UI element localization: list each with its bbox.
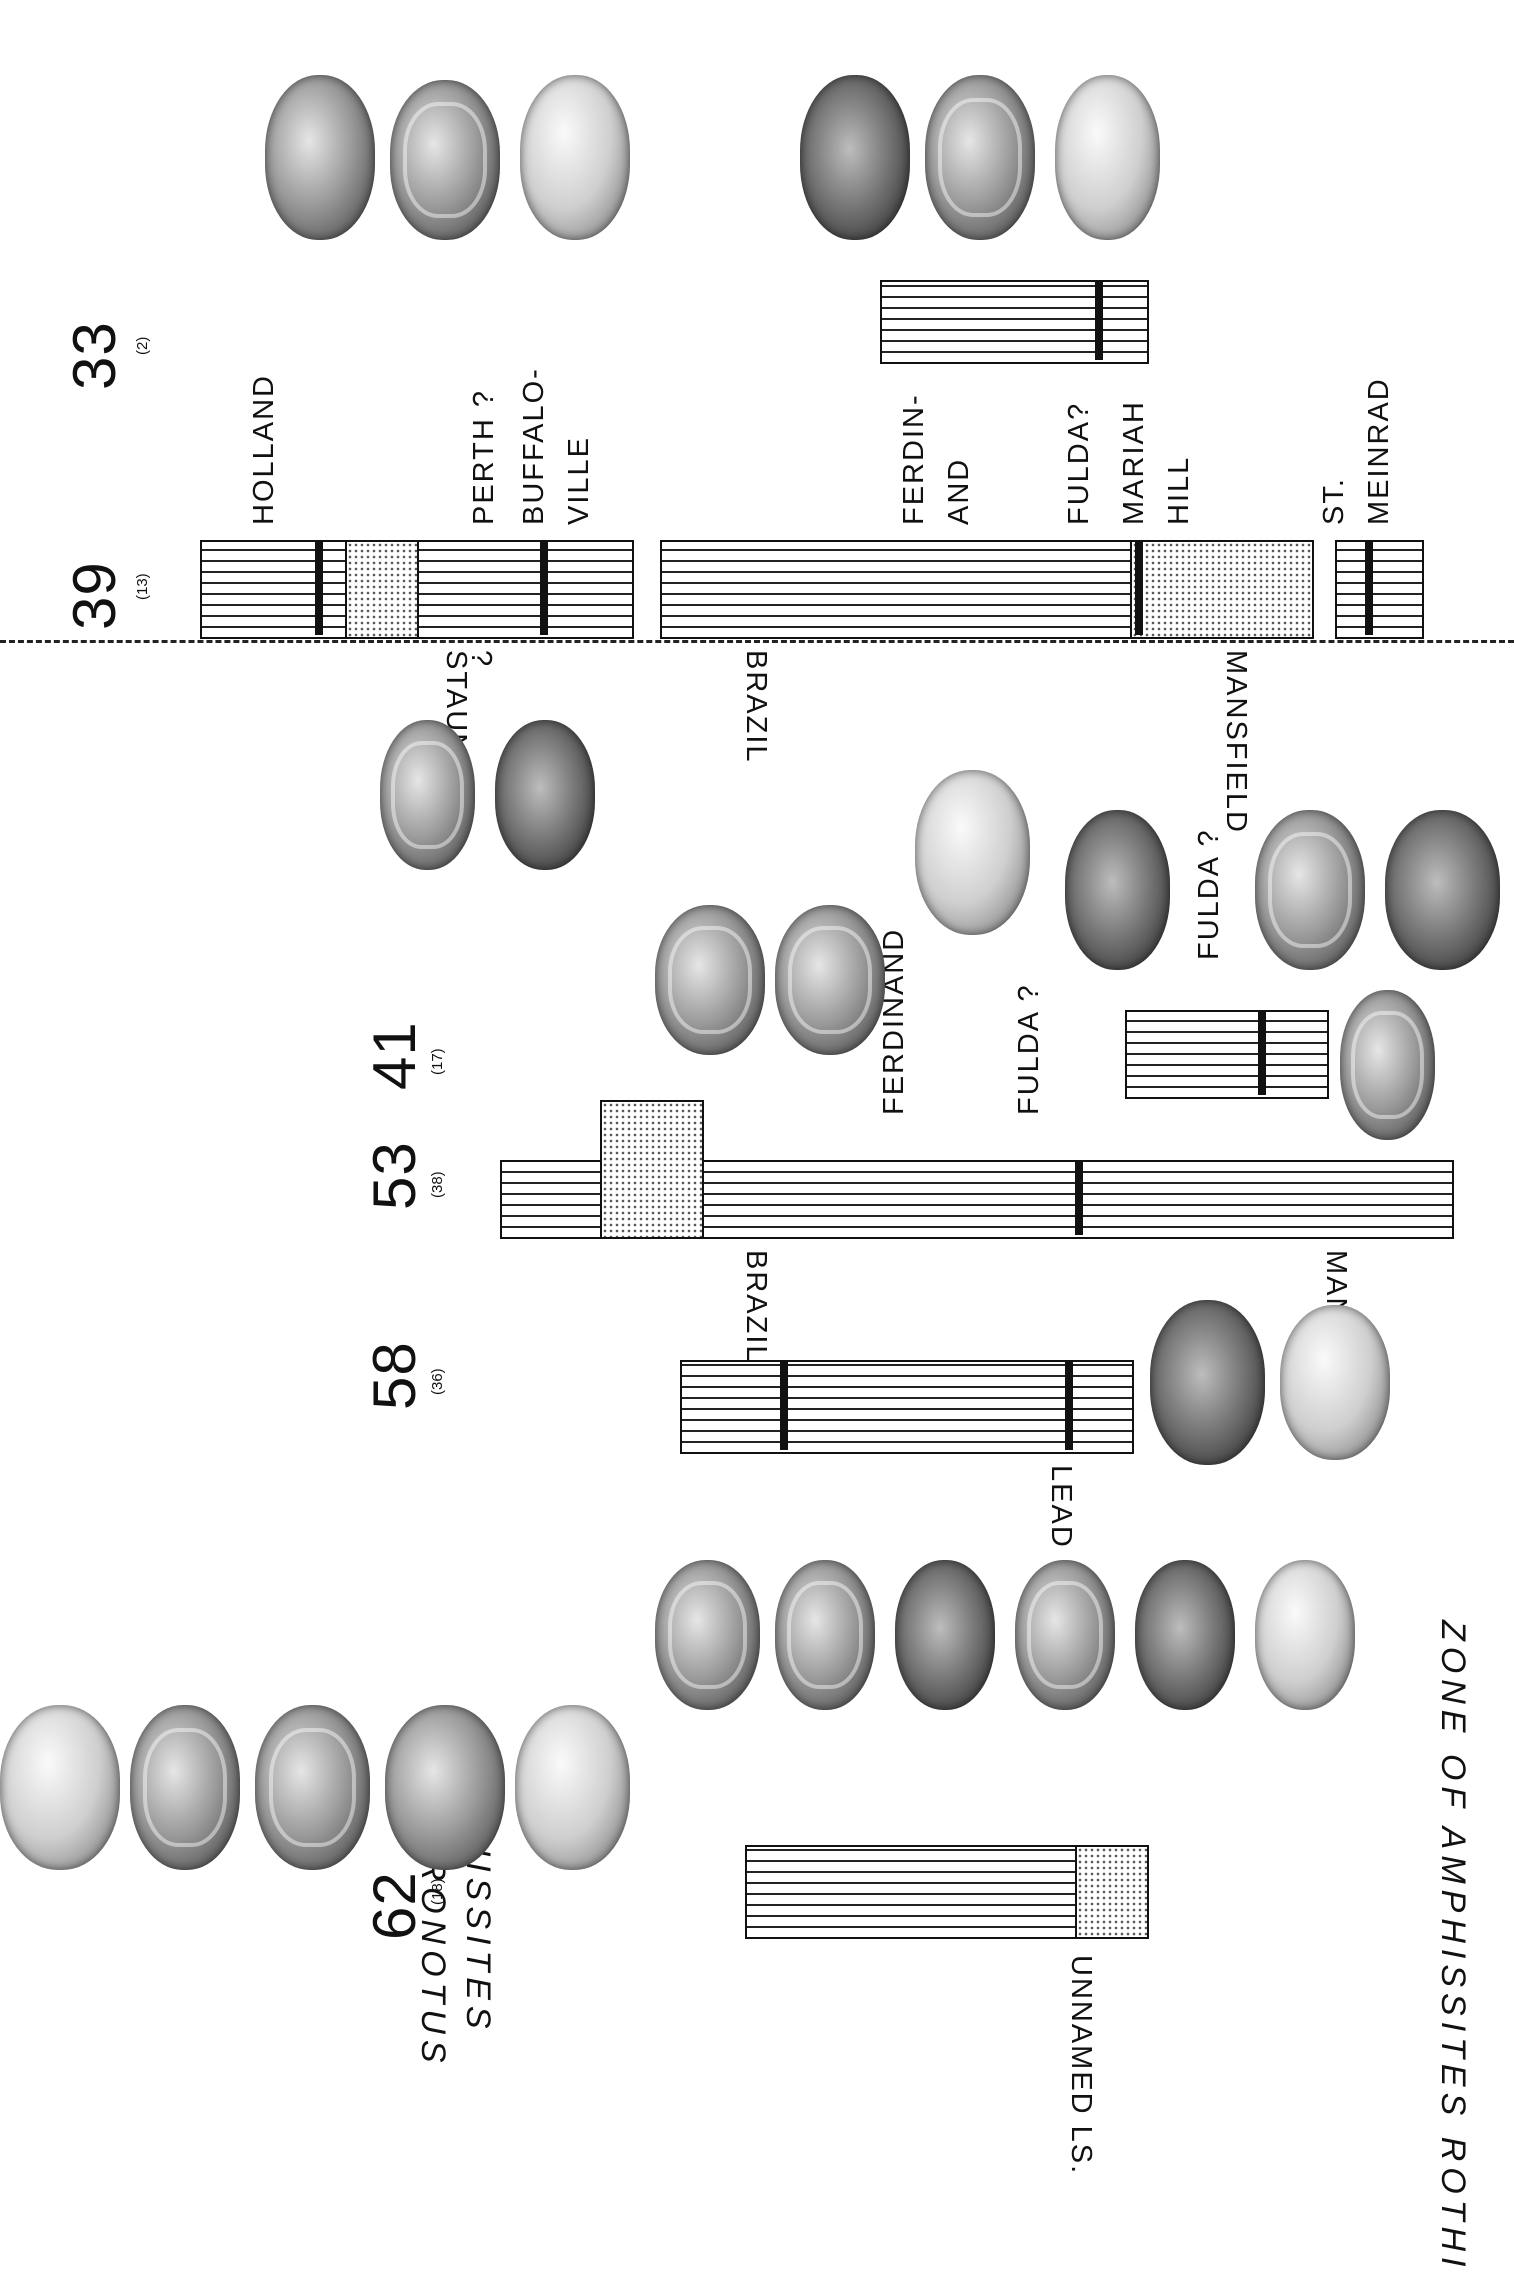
column-39-count: (13) (135, 573, 150, 600)
fossil-specimen (915, 770, 1030, 935)
unit-39-mansfield: MANSFIELD (1221, 650, 1250, 834)
fossil-specimen (385, 1705, 505, 1870)
fossil-specimen (265, 75, 375, 240)
section-39-lower-sandstone (1130, 540, 1314, 639)
fossil-specimen (800, 75, 910, 240)
label-41-fulda: FULDA ? (1195, 828, 1224, 960)
section-39-meinrad (1335, 540, 1424, 639)
fossil-specimen (495, 720, 595, 870)
section-41-coal (1258, 1010, 1266, 1095)
label-39-holland: HOLLAND (250, 374, 279, 525)
label-39-perth: PERTH ? (470, 389, 499, 525)
fossil-specimen (1150, 1300, 1265, 1465)
section-39-sandstone (345, 540, 419, 639)
section-39-coal-3 (1135, 540, 1143, 635)
column-33-count: (2) (135, 337, 150, 355)
fossil-specimen (1135, 1560, 1235, 1710)
fossil-specimen (255, 1705, 370, 1870)
column-41-count: (17) (430, 1048, 445, 1075)
section-39-coal-2 (540, 540, 548, 635)
fossil-specimen (655, 1560, 760, 1710)
column-33-number: 33 (65, 321, 125, 390)
unit-39-brazil: BRAZIL (741, 650, 770, 764)
fossil-specimen (130, 1705, 240, 1870)
unit-53-brazil: BRAZIL (741, 1250, 770, 1364)
fossil-specimen (895, 1560, 995, 1710)
fossil-specimen (1065, 810, 1170, 970)
fossil-specimen (390, 80, 500, 240)
fossil-specimen (0, 1705, 120, 1870)
fossil-specimen (380, 720, 475, 870)
label-39-meinrad-2: MEINRAD (1365, 377, 1394, 525)
zone-boundary-line (0, 640, 1514, 643)
label-39-ferdinand-1: FERDIN- (900, 393, 929, 525)
fossil-specimen (1255, 810, 1365, 970)
section-58-coal-1 (780, 1360, 788, 1450)
column-53-count: (38) (430, 1171, 445, 1198)
label-39-buffaloville-2: VILLE (565, 436, 594, 525)
unit-39-query: ? (466, 650, 495, 668)
zone-rothi-label: ZONE OF AMPHISSITES ROTHI (1436, 1620, 1470, 2273)
fossil-specimen (1015, 1560, 1115, 1710)
label-53-fulda: FULDA ? (1015, 983, 1044, 1115)
section-39-coal-1 (315, 540, 323, 635)
label-39-ferdinand-2: AND (945, 458, 974, 525)
section-53-coal (1075, 1160, 1083, 1235)
section-39-coal-4 (1365, 540, 1373, 635)
fossil-specimen (775, 1560, 875, 1710)
fossil-specimen (1340, 990, 1435, 1140)
fossil-specimen (1385, 810, 1500, 970)
fossil-specimen (655, 905, 765, 1055)
fossil-specimen (1055, 75, 1160, 240)
unit-unnamed-ls: UNNAMED LS. (1066, 1955, 1095, 2175)
fossil-specimen (1280, 1305, 1390, 1460)
label-39-meinrad-1: ST. (1320, 477, 1349, 525)
fossil-specimen (1255, 1560, 1355, 1710)
fossil-specimen (520, 75, 630, 240)
label-39-mariah-1: MARIAH (1120, 400, 1149, 525)
column-53-number: 53 (365, 1141, 425, 1210)
column-41-number: 41 (365, 1021, 425, 1090)
label-39-fulda: FULDA? (1065, 402, 1094, 525)
section-58-coal-2 (1065, 1360, 1073, 1450)
fossil-specimen (515, 1705, 630, 1870)
label-53-ferdinand: FERDINAND (880, 928, 909, 1115)
column-58-number: 58 (365, 1341, 425, 1410)
label-39-buffaloville-1: BUFFALO- (520, 367, 549, 525)
section-33 (880, 280, 1149, 364)
section-41 (1125, 1010, 1329, 1099)
column-39-number: 39 (65, 561, 125, 630)
fossil-specimen (775, 905, 885, 1055)
column-58-count: (36) (430, 1368, 445, 1395)
fossil-specimen (925, 75, 1035, 240)
label-39-mariah-2: HILL (1165, 456, 1194, 525)
section-53-sandstone (600, 1100, 704, 1239)
section-62-sandstone (1075, 1845, 1149, 1939)
stratigraphic-figure: 62 (18) 58 (36) 53 (38) 41 (17) 39 (13) … (0, 0, 1514, 2123)
section-33-coal (1095, 280, 1103, 360)
